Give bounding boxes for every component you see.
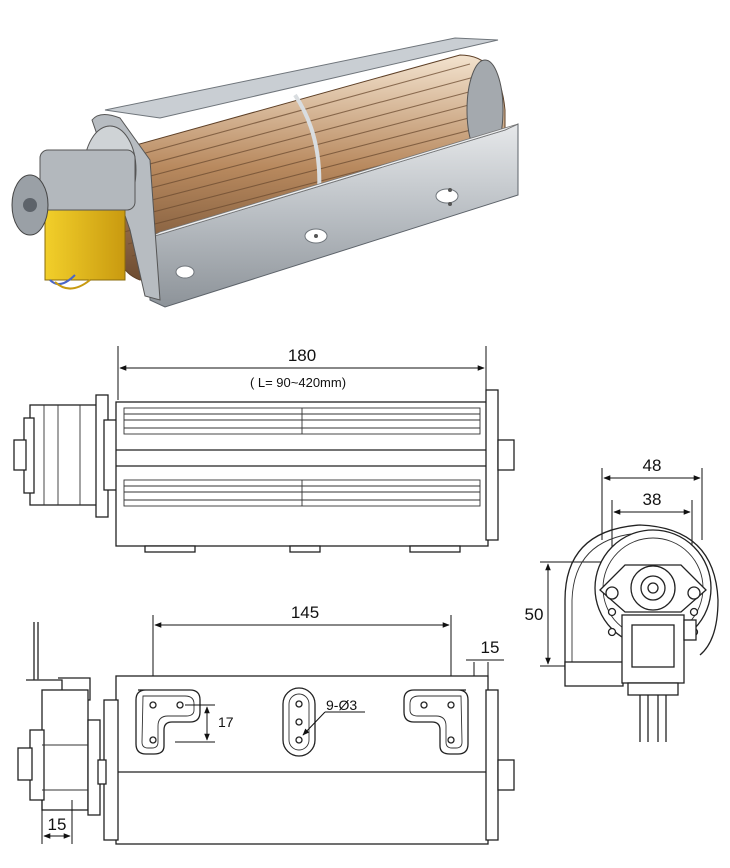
side-view: 48 38 50 [525,456,719,742]
tangential-fan-photo [11,37,519,308]
hole-spacing-dim-label: 38 [643,490,662,509]
housing-channel [147,123,519,308]
hole-span-dim-label: 145 [291,603,319,622]
motor [11,149,136,290]
length-dim-label: 180 [288,346,316,365]
holes-note-label: 9-Ø3 [326,697,357,713]
outer-width-dim-label: 48 [643,456,662,475]
bottom-view: 145 15 17 9-Ø3 [103,603,515,845]
length-range-label: ( L= 90~420mm) [250,375,346,390]
height-dim-label: 50 [525,605,544,624]
left-view: 15 [17,622,107,844]
front-view: 180 ( L= 90~420mm) [13,346,515,553]
edge-offset-dim-label: 15 [481,638,500,657]
slot-offset-dim-label: 17 [218,714,234,730]
motor-width-dim-label: 15 [48,815,67,834]
